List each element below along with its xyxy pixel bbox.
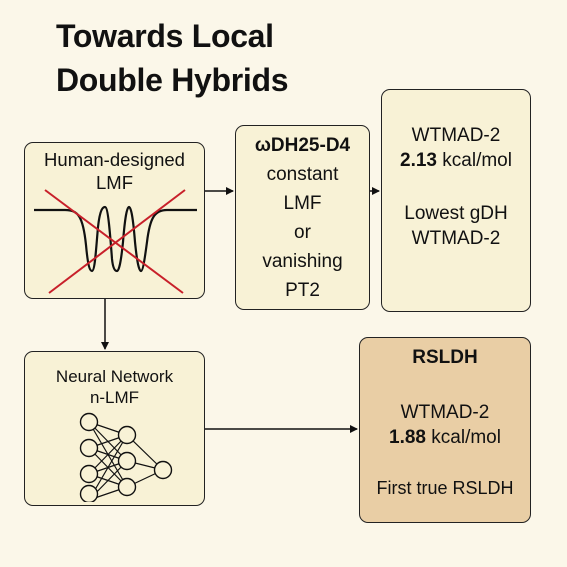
wdh25-d4-box: ωDH25-D4 constant LMF or vanishing PT2 (235, 125, 370, 310)
rsl-name: RSLDH (412, 347, 478, 368)
wtm-note-2: WTMAD-2 (411, 228, 501, 249)
rsl-note: First true RSLDH (376, 478, 514, 498)
title-line-2: Double Hybrids (56, 62, 289, 98)
wtmad-result-box: WTMAD-2 2.13 kcal/mol Lowest gDH WTMAD-2 (381, 89, 531, 312)
rsl-value-line: 1.88 kcal/mol (360, 426, 530, 449)
human-box-line-1: Human-designed (44, 149, 185, 170)
rsl-unit: kcal/mol (426, 427, 501, 448)
human-designed-lmf-box: Human-designed LMF (24, 142, 205, 299)
wtm-note-1: Lowest gDH (404, 203, 508, 224)
wtm-value: 2.13 (400, 150, 437, 171)
wdh-line-2: LMF (283, 193, 322, 214)
neural-network-icon (79, 412, 173, 502)
title-line-1: Towards Local (56, 18, 274, 54)
wdh-line-4: vanishing (262, 251, 343, 272)
wtm-value-line: 2.13 kcal/mol (382, 149, 530, 172)
rsl-label: WTMAD-2 (400, 402, 490, 423)
wdh-name: ωDH25-D4 (254, 135, 351, 156)
human-box-line-2: LMF (96, 172, 133, 193)
wdh-line-5: PT2 (285, 280, 320, 301)
rsldh-result-box: RSLDH WTMAD-2 1.88 kcal/mol First true R… (359, 337, 531, 523)
lmf-curve-icon (34, 189, 197, 294)
rsl-value: 1.88 (389, 427, 426, 448)
wdh-line-1: constant (266, 164, 339, 185)
nn-line-2: n-LMF (89, 388, 140, 407)
wdh-line-3: or (294, 222, 311, 243)
neural-network-box: Neural Network n-LMF (24, 351, 205, 506)
wtm-unit: kcal/mol (437, 150, 512, 171)
nn-line-1: Neural Network (55, 367, 174, 386)
wtm-label: WTMAD-2 (411, 125, 501, 146)
red-cross-icon (44, 189, 186, 294)
diagram-title: Towards Local Double Hybrids (56, 14, 289, 102)
